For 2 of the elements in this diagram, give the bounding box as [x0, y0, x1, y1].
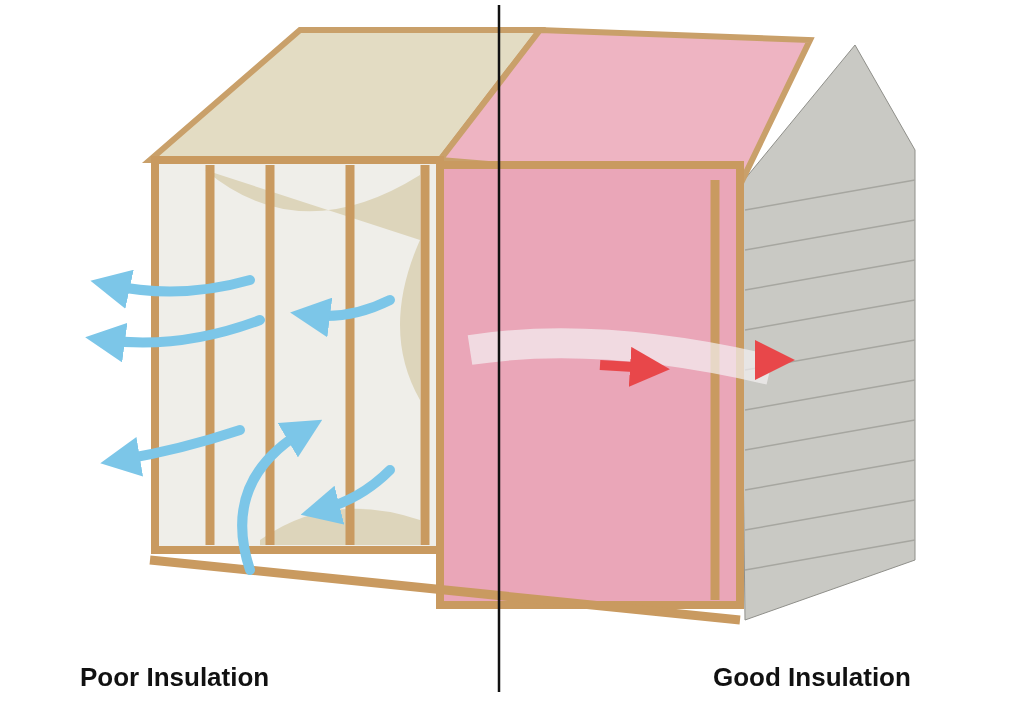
section-caption: Poor Insulation	[80, 662, 270, 693]
section-caption: Good Insulation	[713, 662, 911, 693]
